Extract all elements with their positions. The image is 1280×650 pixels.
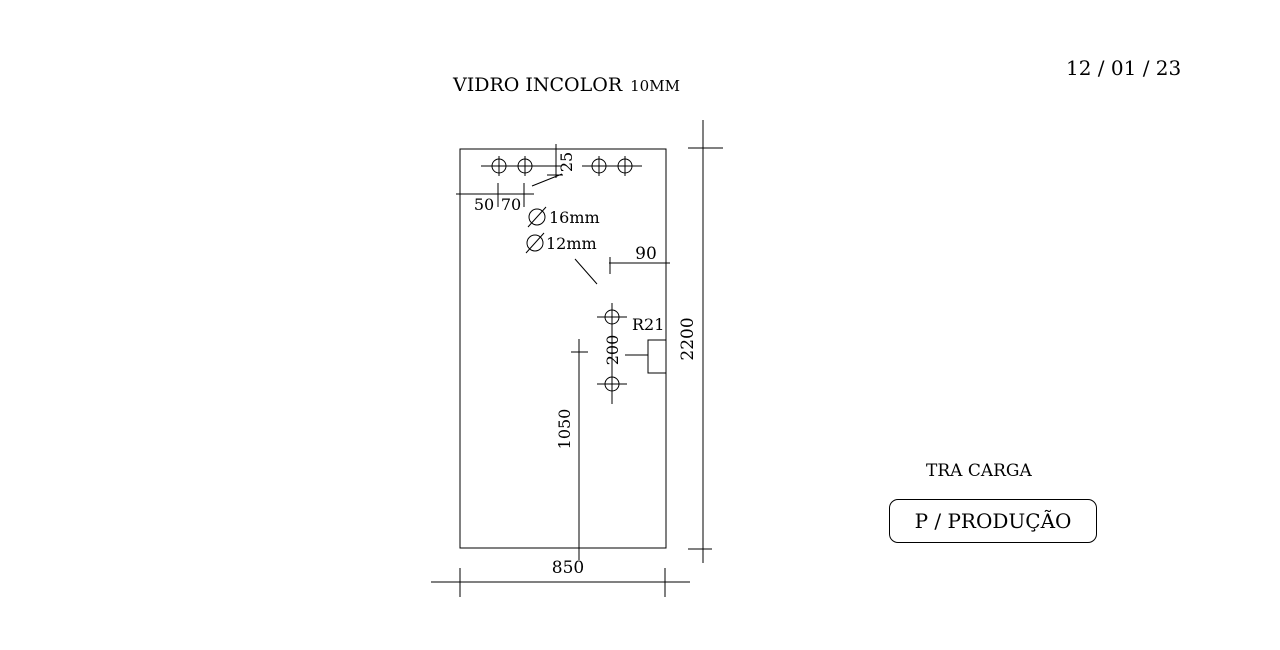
right-hole-offset-label: 90 (635, 244, 657, 264)
drawing-date: 12 / 01 / 23 (1066, 56, 1182, 80)
hole-top-offset-label: 25 (557, 152, 576, 172)
hinge-hole-lower (597, 370, 627, 404)
load-label: TRA CARGA (926, 461, 1032, 481)
hole-spacing-label: 70 (501, 195, 521, 214)
hole-leader-line (531, 173, 563, 187)
top-hole-1 (491, 156, 507, 176)
glass-type: VIDRO INCOLOR (453, 74, 623, 96)
large-hole-diameter-label: 16mm (549, 208, 600, 227)
width-label: 850 (552, 558, 584, 578)
top-hole-3 (591, 156, 607, 176)
hinge-leader-line (574, 258, 598, 285)
hinge-height-label: 1050 (555, 409, 574, 450)
glass-thickness: 10MM (630, 77, 680, 95)
top-hole-2 (517, 156, 533, 176)
small-hole-diameter-label: 12mm (546, 234, 597, 253)
notch-radius-label: R21 (632, 315, 664, 334)
diameter-12-icon (525, 232, 545, 254)
drawing-title: VIDRO INCOLOR 10MM (453, 74, 680, 96)
production-stamp-text: P / PRODUÇÃO (914, 509, 1072, 533)
glass-panel-outline (459, 148, 667, 549)
height-label: 2200 (678, 317, 698, 360)
top-hole-4 (617, 156, 633, 176)
hole-edge-offset-label: 50 (474, 195, 494, 214)
hinge-hole-upper (597, 303, 627, 331)
diameter-16-icon (527, 206, 547, 228)
production-stamp: P / PRODUÇÃO (889, 499, 1097, 543)
edge-notch (647, 339, 666, 374)
hinge-spacing-label: 200 (603, 335, 622, 366)
